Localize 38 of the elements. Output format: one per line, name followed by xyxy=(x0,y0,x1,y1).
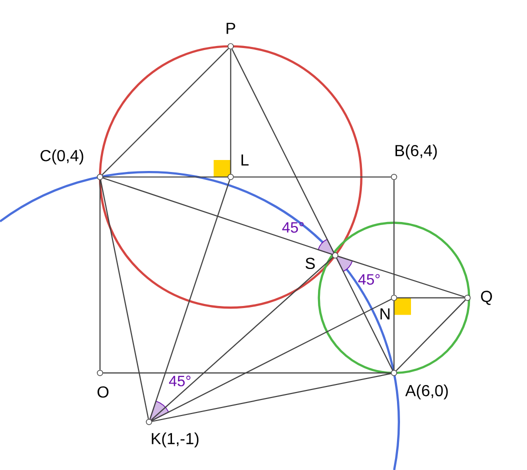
line-segment xyxy=(102,48,229,176)
line-segment xyxy=(338,256,465,298)
point xyxy=(96,370,104,376)
line-segment xyxy=(103,372,391,374)
line-segment xyxy=(150,257,334,420)
point-label: L xyxy=(242,154,249,166)
point xyxy=(390,174,398,180)
line-segment xyxy=(152,373,392,422)
point-label: A(6,0) xyxy=(405,384,448,400)
angle-label: 45° xyxy=(282,222,304,233)
point xyxy=(228,43,234,50)
line-segment xyxy=(393,180,395,295)
line-segment xyxy=(230,49,232,174)
line-segment xyxy=(99,180,101,370)
line-segment xyxy=(396,300,466,372)
line-segment xyxy=(103,176,228,178)
line-segment xyxy=(232,48,334,253)
point xyxy=(390,370,398,376)
point-label: N xyxy=(380,308,390,320)
angle-label: 45° xyxy=(169,376,190,386)
point-label: Q xyxy=(481,290,492,305)
line-segment xyxy=(100,180,149,420)
point-label: S xyxy=(306,258,315,270)
line-segment xyxy=(152,298,392,422)
point xyxy=(96,174,104,180)
line-segment xyxy=(149,180,230,420)
angle-label: 45° xyxy=(358,274,380,285)
line-segment xyxy=(397,297,464,298)
line-segment xyxy=(393,300,395,370)
point-label: K(1,-1) xyxy=(152,432,198,448)
line-segment xyxy=(234,176,391,178)
line-segment xyxy=(102,177,332,255)
point-label: B(6,4) xyxy=(396,144,437,160)
point-label: P xyxy=(226,22,236,34)
point xyxy=(464,294,471,301)
point-label: O xyxy=(98,386,108,398)
point-label: C(0,4) xyxy=(40,150,84,164)
line-segment xyxy=(336,258,394,370)
